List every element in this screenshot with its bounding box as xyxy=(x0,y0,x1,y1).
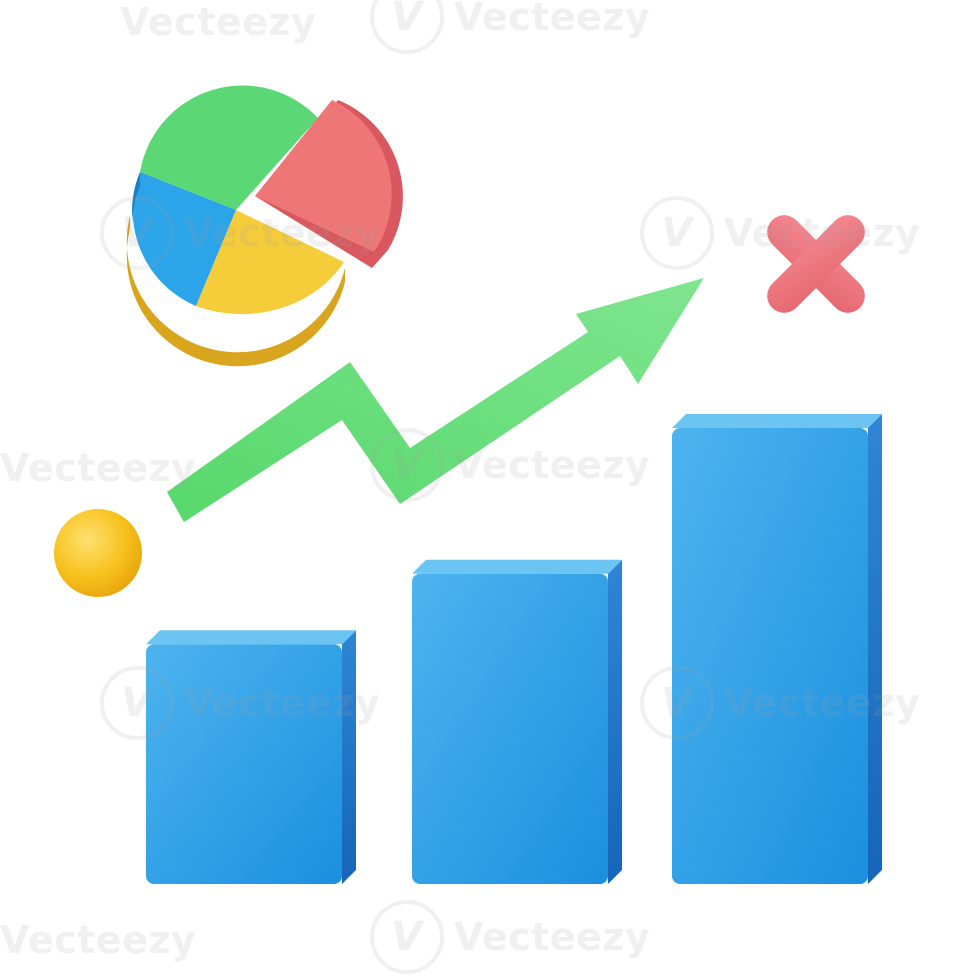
pie-blue-edge xyxy=(131,172,140,228)
bar-side-face xyxy=(868,414,882,884)
bar-top-face xyxy=(672,414,882,428)
bar-front-face xyxy=(146,644,342,884)
pie-slice-green xyxy=(140,85,318,210)
pie-slice-yellow xyxy=(196,210,344,315)
pie-chart-icon xyxy=(126,85,403,367)
trend-arrow-icon xyxy=(167,278,704,522)
bar-front-face xyxy=(672,428,868,884)
pie-slice-red xyxy=(255,100,403,268)
bar xyxy=(672,414,882,884)
bar xyxy=(412,559,622,884)
bar-front-face xyxy=(412,573,608,884)
pie-slice-blue xyxy=(132,172,236,306)
bar-side-face xyxy=(342,630,356,884)
bar-side-face xyxy=(608,559,622,884)
bar-top-face xyxy=(146,630,356,645)
yellow-ball-icon xyxy=(54,509,142,597)
bar-top-face xyxy=(412,559,622,574)
bar xyxy=(146,630,356,884)
cross-icon xyxy=(767,215,865,313)
bar-chart-icon xyxy=(146,414,882,884)
